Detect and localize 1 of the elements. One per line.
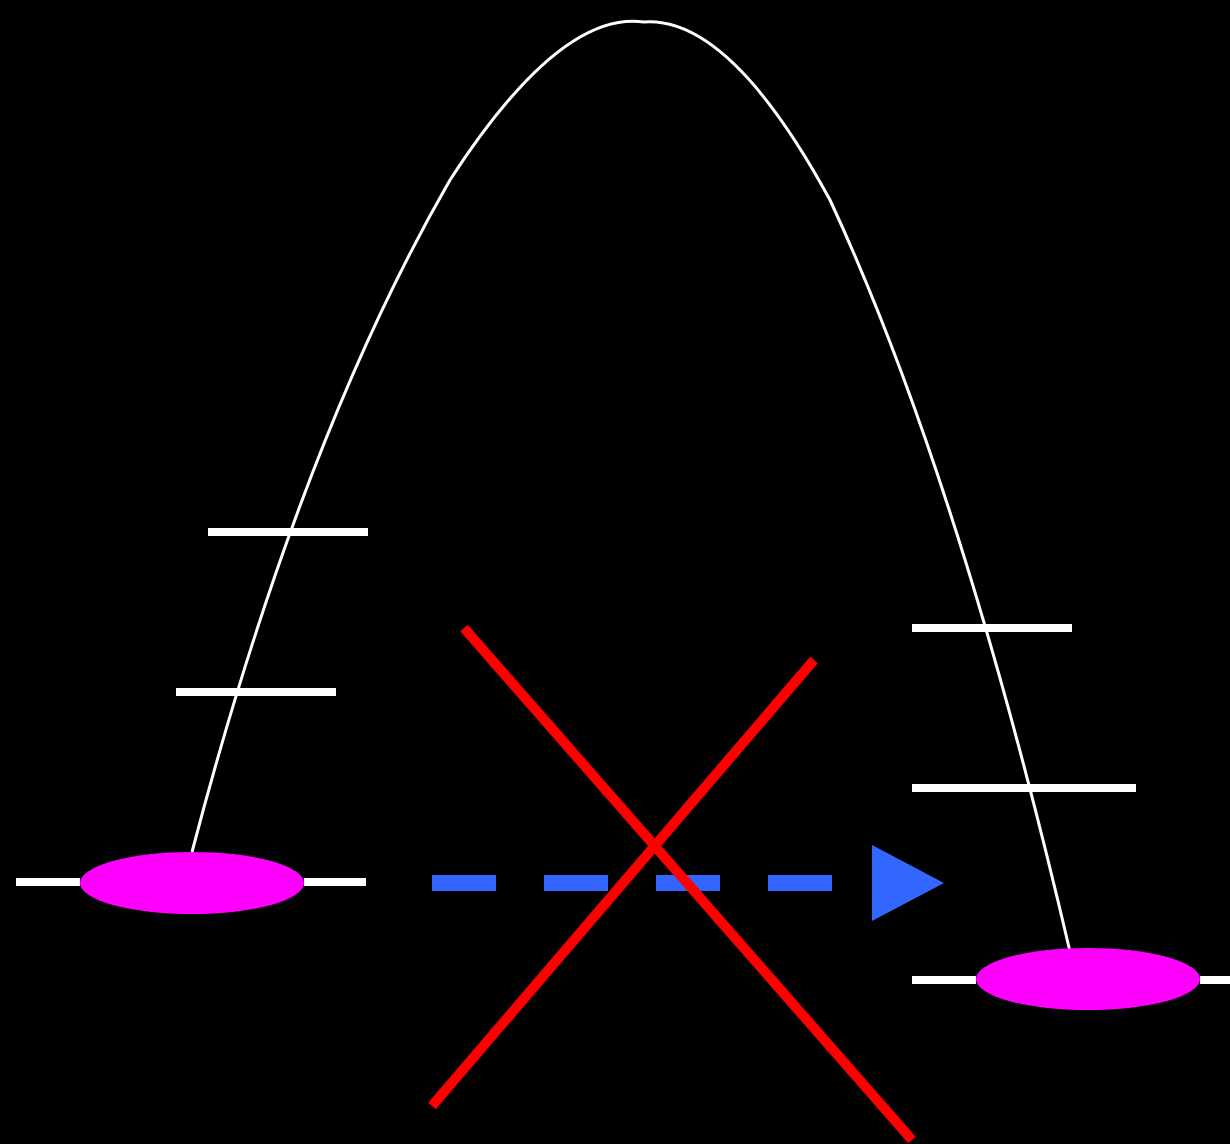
- energy-curve: [190, 19, 1072, 953]
